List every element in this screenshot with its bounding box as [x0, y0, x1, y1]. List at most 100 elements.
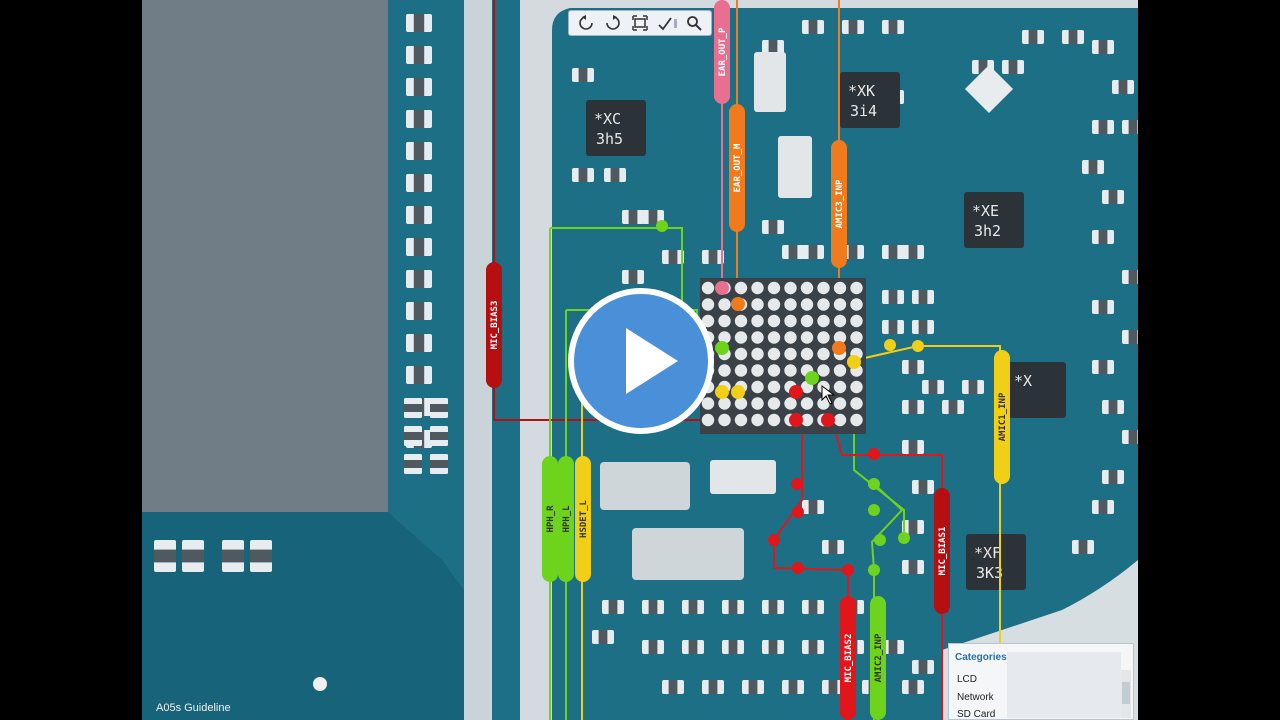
rotate-right-icon — [606, 15, 620, 30]
net-via[interactable] — [898, 532, 910, 544]
net-via[interactable] — [792, 562, 804, 574]
search-button[interactable] — [684, 13, 704, 33]
passive-component — [1102, 400, 1124, 414]
categories-scrollbar[interactable] — [1121, 670, 1131, 718]
bga-ball — [800, 397, 814, 410]
net-trace — [837, 345, 1001, 720]
passive-component — [762, 600, 784, 614]
bga-ball — [833, 397, 847, 410]
passive-component — [642, 210, 664, 224]
highlighted-ball[interactable] — [847, 355, 861, 369]
passive-component — [722, 640, 744, 654]
net-label-hsdet-l[interactable]: HSDET_L — [575, 456, 591, 582]
passive-component — [182, 540, 204, 572]
net-label-hph-l[interactable]: HPH_L — [558, 456, 574, 582]
net-via[interactable] — [868, 448, 880, 460]
net-label-mic-bias1[interactable]: MIC_BIAS1 — [934, 488, 950, 614]
ic-chip[interactable]: *X — [1006, 362, 1066, 418]
highlighted-ball[interactable] — [715, 341, 729, 355]
large-capacitor — [632, 528, 744, 580]
chip-marking-line1: *XK — [848, 82, 875, 100]
bga-ball — [800, 413, 814, 427]
category-item-lcd[interactable]: LCD — [957, 674, 978, 685]
net-via[interactable] — [768, 534, 780, 546]
bga-ball — [767, 298, 781, 311]
passive-component — [1092, 360, 1114, 374]
category-item-sd-card[interactable]: SD Card — [957, 709, 996, 720]
net-label-amic2-inp[interactable]: AMIC2_INP — [870, 596, 886, 720]
chip-marking-line2: 3i4 — [850, 102, 877, 120]
highlighted-ball[interactable] — [821, 413, 835, 427]
net-via[interactable] — [912, 340, 924, 352]
passive-component — [642, 640, 664, 654]
bga-ball — [817, 331, 830, 344]
ic-chip[interactable]: *XK 3i4 — [840, 72, 900, 128]
highlighted-ball[interactable] — [789, 413, 803, 427]
net-via[interactable] — [656, 220, 668, 232]
passive-component — [154, 540, 176, 572]
passive-component — [962, 380, 984, 394]
highlighted-ball[interactable] — [731, 385, 745, 399]
net-via[interactable] — [868, 504, 880, 516]
net-via[interactable] — [884, 339, 896, 351]
bga-ball — [767, 380, 781, 394]
bga-ball — [751, 331, 764, 344]
bga-ball — [817, 281, 830, 295]
net-via[interactable] — [868, 564, 880, 576]
rotate-right-button[interactable] — [603, 13, 623, 33]
rotate-left-button[interactable] — [576, 13, 596, 33]
play-icon — [626, 328, 678, 394]
categories-scroll-thumb[interactable] — [1122, 682, 1130, 704]
net-via[interactable] — [842, 564, 854, 576]
net-label-ear-out-m[interactable]: EAR_OUT_M — [729, 104, 745, 232]
net-label-ear-out-p[interactable]: EAR_OUT_P — [714, 0, 730, 104]
passive-component — [702, 250, 724, 264]
passive-component — [406, 238, 432, 256]
video-play-button[interactable] — [568, 288, 714, 434]
net-via[interactable] — [874, 534, 886, 546]
passive-component — [882, 245, 904, 259]
highlighted-ball[interactable] — [789, 385, 803, 399]
highlighted-ball[interactable] — [805, 371, 819, 385]
bga-codec-chip[interactable] — [656, 220, 924, 576]
net-via[interactable] — [792, 506, 804, 518]
net-label-amic1-inp[interactable]: AMIC1_INP — [994, 350, 1010, 484]
passive-component — [912, 320, 934, 334]
bga-ball — [833, 413, 847, 427]
fit-screen-button[interactable] — [630, 13, 650, 33]
net-via[interactable] — [791, 478, 803, 490]
passive-component — [922, 380, 944, 394]
highlighted-ball[interactable] — [731, 297, 745, 311]
bga-ball — [817, 298, 830, 311]
highlighted-ball[interactable] — [715, 281, 729, 295]
passive-component — [682, 600, 704, 614]
categories-title: Categories — [955, 652, 1007, 663]
passive-component — [842, 245, 864, 259]
net-label-text: HSDET_L — [579, 499, 589, 538]
category-item-network[interactable]: Network — [957, 692, 994, 703]
passive-component — [604, 168, 626, 182]
highlighted-ball[interactable] — [832, 341, 846, 355]
passive-component — [1092, 230, 1114, 244]
net-label-mic-bias3[interactable]: MIC_BIAS3 — [486, 262, 502, 388]
bga-ball — [701, 413, 715, 427]
net-label-hph-r[interactable]: HPH_R — [542, 456, 558, 582]
net-label-mic-bias2[interactable]: MIC_BIAS2 — [840, 596, 856, 720]
bga-ball — [767, 397, 781, 410]
bga-ball — [800, 281, 814, 295]
highlighted-ball[interactable] — [715, 385, 729, 399]
chip-marking-line1: *XF — [974, 544, 1001, 562]
passive-component — [1062, 30, 1084, 44]
passive-component — [1092, 120, 1114, 134]
bga-ball — [751, 380, 764, 394]
passive-component — [802, 600, 824, 614]
highlight-button[interactable] — [657, 13, 677, 33]
fit-screen-icon — [632, 15, 648, 31]
passive-component — [430, 398, 448, 418]
net-label-amic3-inp[interactable]: AMIC3_INP — [831, 140, 847, 268]
bga-ball — [767, 331, 781, 344]
net-via[interactable] — [868, 478, 880, 490]
